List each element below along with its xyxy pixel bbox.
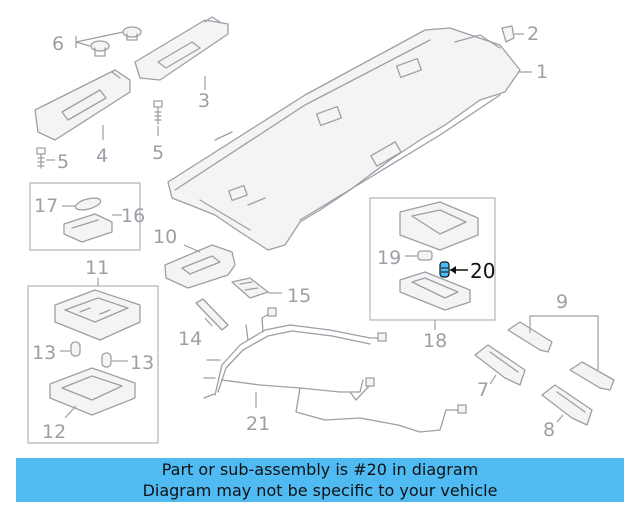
strip-part-14 [195,298,229,331]
callout-20: 20 [470,259,495,283]
bulb-part-13b [101,352,112,368]
callout-4: 4 [96,145,108,167]
callout-19: 19 [377,247,401,269]
lamp-lens-part-17 [74,197,102,211]
highlighted-part-20[interactable] [439,261,450,278]
callout-17: 17 [34,195,58,217]
screw-part-5b [153,100,163,125]
group-box-11 [27,285,159,444]
visor-holder-part-6a [90,40,110,57]
hook-part-9a [507,321,553,353]
bulb-part-13a [70,341,81,357]
callout-13a: 13 [32,342,56,364]
hook-part-9b [569,361,615,391]
clip-part-2 [501,25,515,43]
callout-15: 15 [287,285,311,307]
map-lamp-part [399,201,479,251]
callout-5b: 5 [152,142,164,164]
info-banner: Part or sub-assembly is #20 in diagram D… [16,458,624,502]
banner-line-2: Diagram may not be specific to your vehi… [142,481,498,500]
callout-11: 11 [85,257,109,279]
overhead-console-part [54,289,141,341]
callout-5a: 5 [57,151,69,173]
callout-10: 10 [153,226,177,248]
grip-handle-part-8 [541,384,593,426]
callout-14: 14 [178,328,202,350]
callout-2: 2 [527,23,539,45]
bulb-part-19 [417,250,433,261]
callout-9: 9 [556,291,568,313]
callout-16: 16 [121,205,145,227]
callout-13b: 13 [130,352,154,374]
callout-3: 3 [198,90,210,112]
callout-6: 6 [52,33,64,55]
sun-visor-left-part [34,69,131,141]
group-box-18 [369,197,496,321]
callout-8: 8 [543,419,555,441]
group-box-16 [29,182,141,251]
callout-12: 12 [42,421,66,443]
headliner-part [167,27,521,251]
visor-holder-part-6b [122,26,142,41]
sun-visor-right-part [134,16,229,81]
callout-21: 21 [246,413,270,435]
callout-18: 18 [423,330,447,352]
screw-part-5a [36,147,46,169]
console-part-10 [164,244,236,289]
banner-line-1: Part or sub-assembly is #20 in diagram [161,460,479,479]
lamp-part-16 [63,213,113,243]
callout-7: 7 [477,379,489,401]
console-frame-part-12 [49,367,136,416]
grip-handle-part-7 [474,344,526,386]
lamp-housing-part [399,271,471,311]
bracket-part-15 [231,277,269,299]
wiring-harness-part-21 [203,307,467,433]
callout-1: 1 [536,61,548,83]
